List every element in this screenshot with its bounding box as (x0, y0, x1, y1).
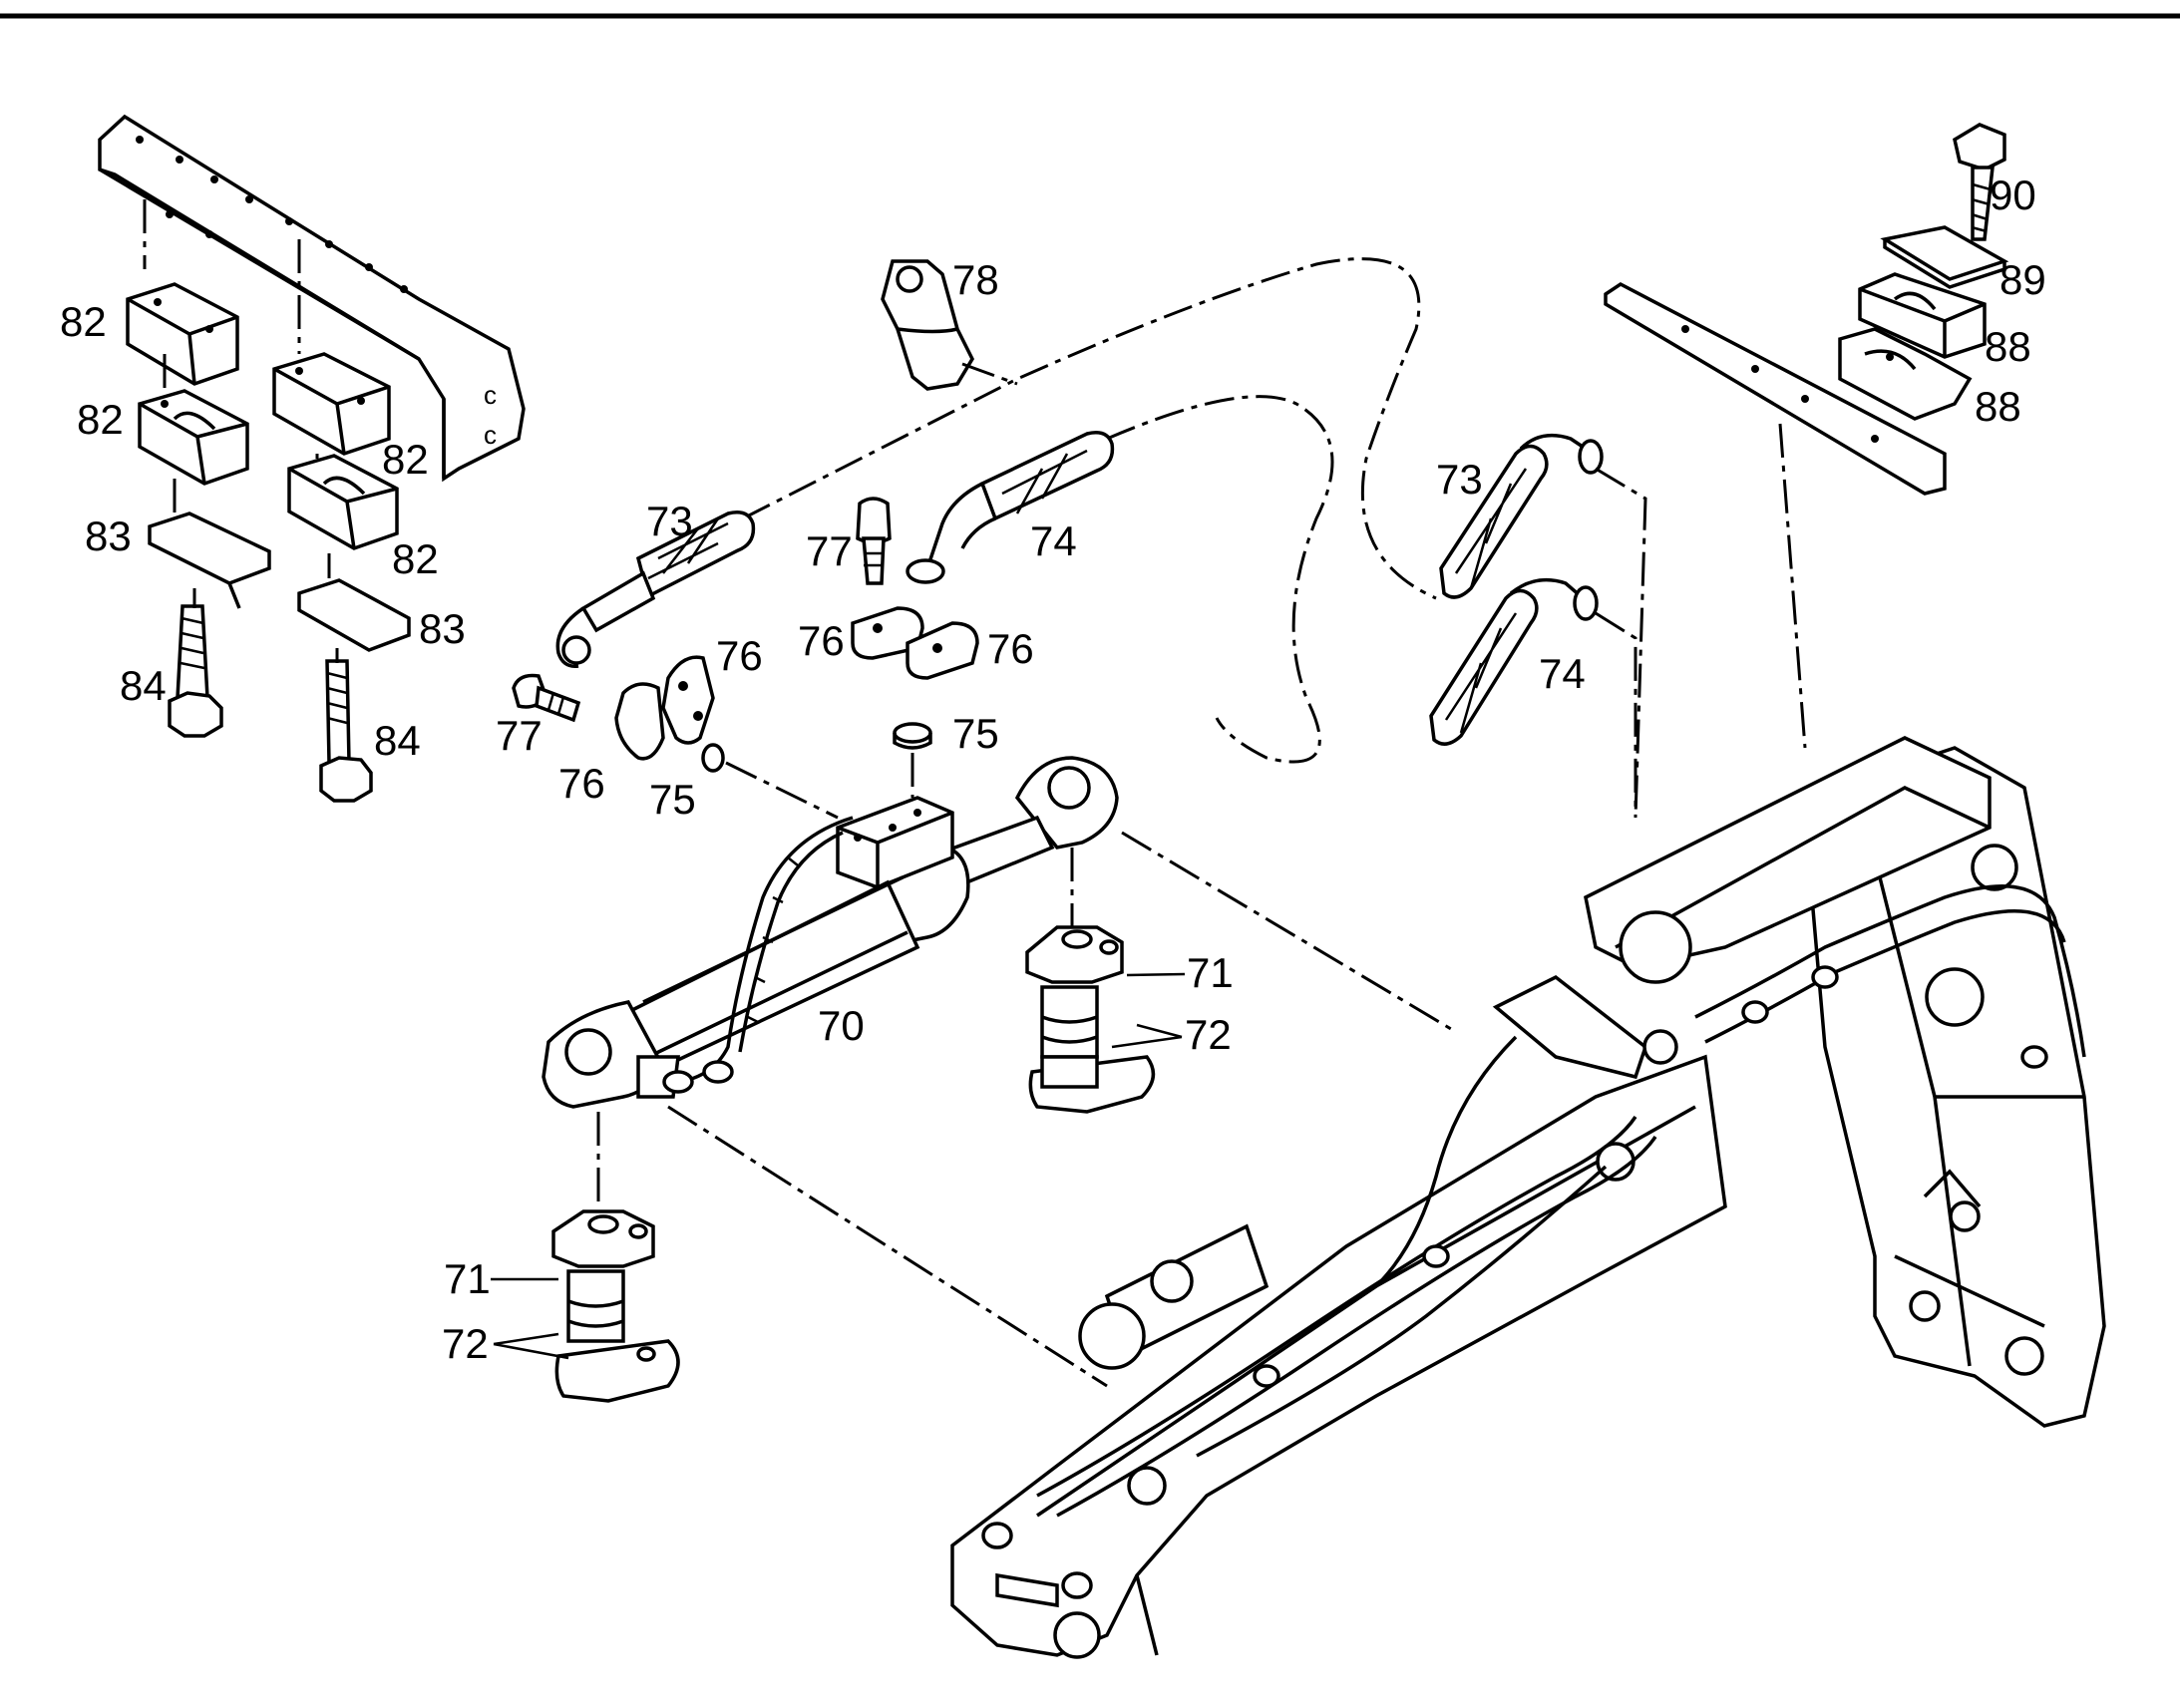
bolt-84-left (168, 604, 223, 738)
label-78: 78 (952, 256, 999, 303)
clamp-half-82-lower-left (138, 389, 249, 486)
label-89: 89 (1999, 256, 2046, 303)
label-74-right: 74 (1539, 650, 1586, 697)
clamp-bracket-plate: c c (98, 114, 526, 483)
clamp-half-82-upper-left (126, 282, 239, 386)
hose-73-right (1439, 433, 1604, 599)
label-71-left: 71 (444, 1255, 491, 1302)
pin-71-right (1025, 925, 1124, 984)
part-labels: 70 71 71 72 72 73 73 74 74 75 75 76 76 7… (60, 171, 2046, 1367)
flange-half-76-lower-right (661, 655, 715, 745)
washer-plate-89 (1880, 225, 2009, 289)
label-90: 90 (1990, 171, 2036, 218)
label-84-right: 84 (374, 717, 421, 764)
hose-route-74 (1106, 395, 1334, 764)
svg-text:c: c (484, 420, 497, 450)
label-76-upper-left: 76 (798, 617, 845, 664)
flange-half-76-lower-left (614, 682, 665, 761)
label-77-upper: 77 (806, 527, 853, 574)
label-82-upper-left: 82 (60, 298, 107, 345)
bushings-72-right (1028, 985, 1156, 1114)
pin-71-left (551, 1209, 655, 1268)
label-77-lower: 77 (496, 712, 543, 759)
label-76-lower-right: 76 (716, 632, 763, 679)
o-ring-75-lower (701, 743, 725, 773)
hose-73-left (555, 511, 756, 668)
assembly-line-o-ring (725, 761, 839, 820)
assembly-line-clamp-left (143, 199, 196, 608)
bushings-72-left (554, 1269, 680, 1403)
label-76-upper-right: 76 (987, 625, 1034, 672)
clamp-half-88-lower (1838, 327, 1973, 421)
bolt-90 (1953, 123, 2006, 241)
assembly-line-clamp-right (297, 239, 339, 663)
hose-bracket-78 (881, 259, 974, 391)
label-88-upper: 88 (1985, 323, 2031, 370)
label-72-left: 72 (442, 1320, 489, 1367)
label-75-upper: 75 (952, 710, 999, 757)
support-bar (1604, 281, 1947, 496)
bolt-84-right (319, 659, 373, 803)
label-83-left: 83 (85, 512, 132, 559)
label-70: 70 (818, 1002, 865, 1049)
label-88-lower: 88 (1975, 383, 2021, 430)
label-76-lower-left: 76 (558, 760, 605, 807)
assembly-line-rod-to-boom (1121, 831, 1457, 1034)
hydraulic-cylinder-70 (542, 756, 1119, 1109)
clamp-half-88-upper (1858, 272, 1987, 359)
clamp-half-82-upper-right (272, 352, 391, 456)
svg-text:c: c (484, 380, 497, 410)
label-84-left: 84 (120, 662, 167, 709)
assembly-line-hose-right (1595, 467, 1647, 819)
clamp-half-82-lower-right (287, 454, 399, 550)
label-75-lower: 75 (649, 776, 696, 823)
label-73-right: 73 (1436, 456, 1483, 503)
excavator-boom (950, 736, 2106, 1659)
cover-plate-83-left (148, 512, 271, 609)
hose-74-right (1429, 577, 1599, 746)
label-82-lower-right: 82 (392, 535, 439, 582)
hose-route-73 (742, 257, 1437, 600)
label-83-right: 83 (419, 605, 466, 652)
assembly-line-support (1778, 423, 1807, 749)
label-73-left: 73 (646, 498, 693, 544)
label-82-upper-right: 82 (382, 436, 429, 483)
bolt-77-lower (512, 673, 581, 723)
hose-route-bracket (961, 362, 1018, 386)
assembly-line-base-to-boom (667, 1105, 1108, 1388)
hose-74-left (906, 431, 1115, 584)
o-ring-75-upper (893, 722, 932, 750)
label-72-right: 72 (1185, 1011, 1232, 1058)
flange-half-76-upper-right (906, 621, 979, 680)
label-82-lower-left: 82 (77, 396, 124, 443)
label-74-left: 74 (1030, 517, 1077, 564)
label-71-right: 71 (1187, 949, 1234, 996)
label-leaders (491, 972, 1186, 1360)
cover-plate-83-right (297, 578, 411, 652)
bolt-77-upper (856, 497, 892, 585)
